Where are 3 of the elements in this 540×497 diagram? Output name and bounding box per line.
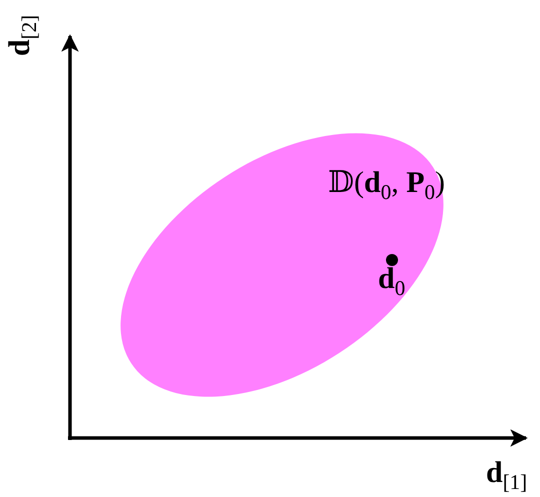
region-label: 𝔻(d$_{0}$, P$_{0}$) [328,168,446,203]
axis-label: d$_{[1]}$ [486,458,528,493]
point-label: d$_{0}$ [378,264,406,299]
